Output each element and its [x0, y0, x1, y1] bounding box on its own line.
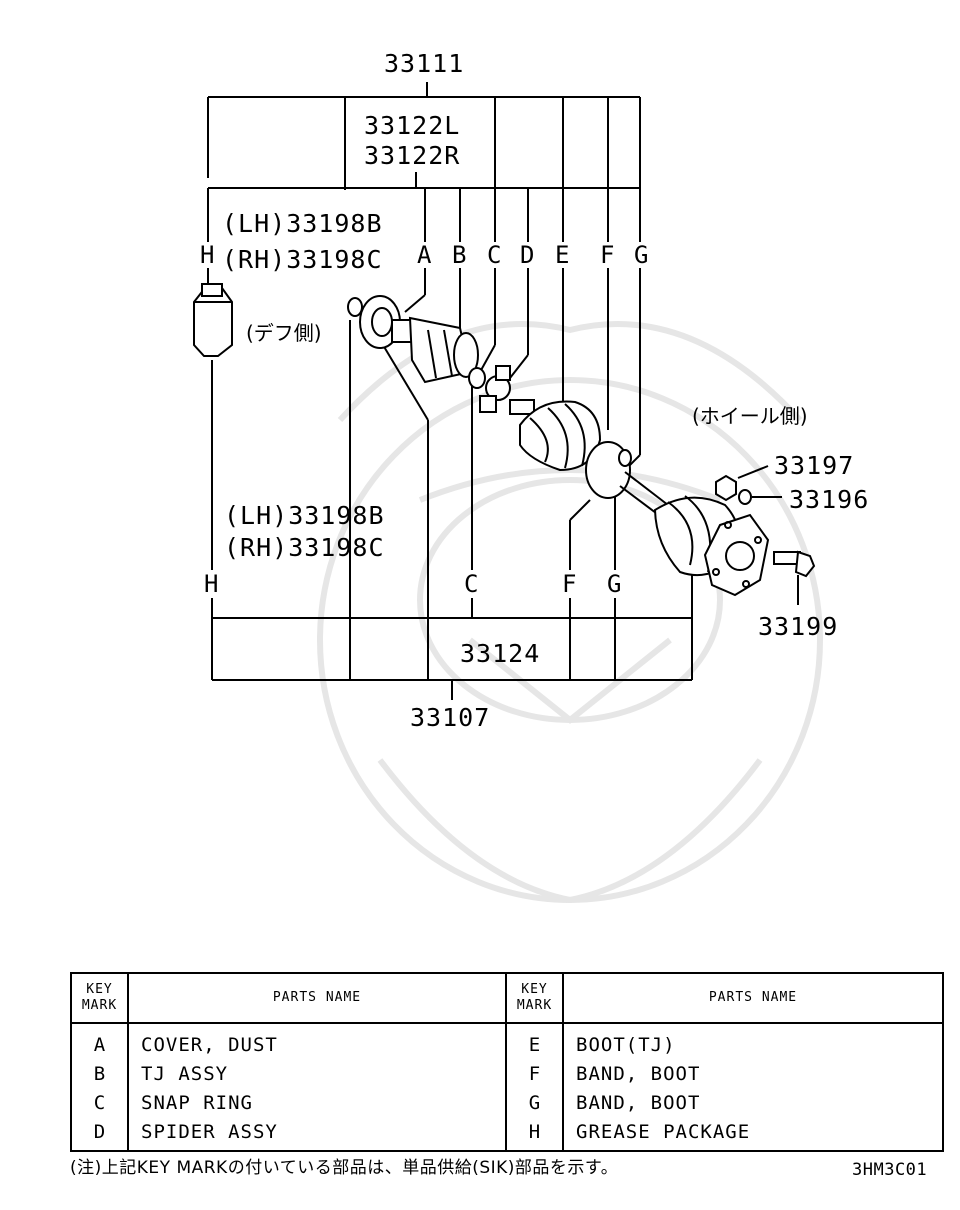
- key-cell: H: [505, 1117, 564, 1151]
- key-top-a: A: [417, 241, 432, 269]
- label-diff-side: (デフ側): [246, 321, 322, 345]
- key-cell: E: [505, 1023, 564, 1059]
- key-top-c: C: [487, 241, 501, 269]
- label-boot-lh-top: (LH)33198B: [222, 209, 383, 238]
- washer: [738, 489, 752, 505]
- key-top-f: F: [600, 241, 614, 269]
- part-name-cell: GREASE PACKAGE: [562, 1117, 944, 1151]
- hub-bolt: [773, 550, 816, 578]
- boot-band-g: [618, 449, 632, 467]
- boot-clip-ring: [347, 297, 363, 317]
- key-bottom-g: G: [607, 570, 621, 598]
- label-boot-rh-bottom: (RH)33198C: [224, 533, 385, 562]
- tj-assembly: [391, 316, 479, 384]
- key-cell: A: [70, 1023, 129, 1059]
- key-top-d: D: [520, 241, 534, 269]
- label-bolt-33199: 33199: [758, 612, 838, 641]
- hub-nut: [715, 474, 737, 502]
- label-wheel-side: (ホイール側): [692, 404, 808, 428]
- label-assembly-33111: 33111: [384, 49, 464, 78]
- exploded-parts-diagram: 33111 33122L 33122R (LH)33198B (RH)33198…: [193, 49, 869, 904]
- key-top-b: B: [452, 241, 466, 269]
- fastener-leaders: [737, 465, 799, 605]
- part-name-cell: SPIDER ASSY: [127, 1117, 507, 1151]
- key-cell: B: [70, 1059, 129, 1088]
- key-top-h: H: [200, 241, 214, 269]
- label-assembly-33107: 33107: [410, 703, 490, 732]
- dust-cover: [359, 295, 401, 349]
- part-name-cell: COVER, DUST: [127, 1023, 507, 1059]
- key-cell: F: [505, 1059, 564, 1088]
- footnote: (注)上記KEY MARKの付いている部品は、単品供給(SIK)部品を示す。: [70, 1158, 619, 1178]
- table-row: B TJ ASSY F BAND, BOOT: [70, 1059, 944, 1088]
- top-bracket-lines: [207, 82, 641, 242]
- key-bottom-f: F: [562, 570, 576, 598]
- key-cell: C: [70, 1088, 129, 1117]
- snap-ring: [468, 367, 486, 389]
- label-nut-33197: 33197: [774, 451, 854, 480]
- label-washer-33196: 33196: [789, 485, 869, 514]
- part-name-cell: TJ ASSY: [127, 1059, 507, 1088]
- grease-package: [193, 283, 233, 357]
- header-parts-name-left: PARTS NAME: [127, 973, 507, 1024]
- key-bottom-c: C: [464, 570, 478, 598]
- table-row: D SPIDER ASSY H GREASE PACKAGE: [70, 1117, 944, 1151]
- top-leaders: [207, 268, 641, 471]
- header-parts-name-right: PARTS NAME: [562, 973, 944, 1024]
- table-row: A COVER, DUST E BOOT(TJ): [70, 1023, 944, 1059]
- drive-shaft: [619, 471, 669, 517]
- tj-boot: [519, 400, 602, 472]
- label-boot-rh-top: (RH)33198C: [222, 245, 383, 274]
- outer-joint: [653, 495, 770, 597]
- spider-assembly: [479, 365, 535, 415]
- table-row: C SNAP RING G BAND, BOOT: [70, 1088, 944, 1117]
- key-top-g: G: [634, 241, 648, 269]
- part-name-cell: BAND, BOOT: [562, 1059, 944, 1088]
- part-name-cell: BOOT(TJ): [562, 1023, 944, 1059]
- label-axle-33122l: 33122L: [364, 111, 460, 140]
- key-top-e: E: [555, 241, 569, 269]
- label-joint-kit-33124: 33124: [460, 639, 540, 668]
- label-axle-33122r: 33122R: [364, 141, 460, 170]
- label-boot-lh-bottom: (LH)33198B: [224, 501, 385, 530]
- part-name-cell: SNAP RING: [127, 1088, 507, 1117]
- drawing-code: 3HM3C01: [852, 1160, 928, 1180]
- key-cell: G: [505, 1088, 564, 1117]
- key-cell: D: [70, 1117, 129, 1151]
- part-name-cell: BAND, BOOT: [562, 1088, 944, 1117]
- key-bottom-h: H: [204, 570, 218, 598]
